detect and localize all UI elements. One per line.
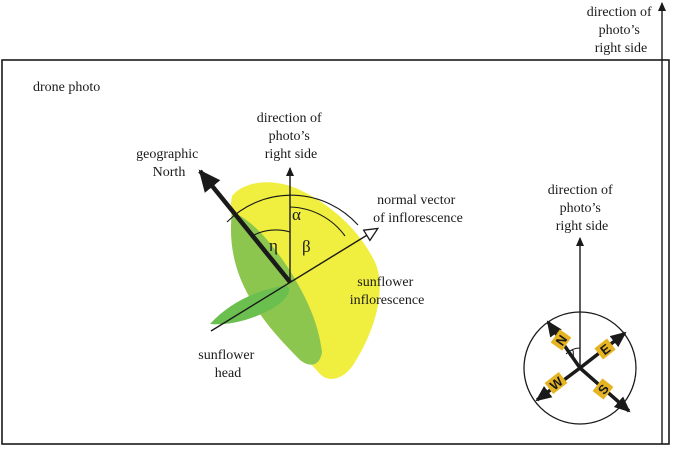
normal-vector-line-2: of inflorescence bbox=[373, 211, 463, 226]
compass-west-bg bbox=[544, 371, 568, 395]
normal-vector-line-1: normal vector bbox=[377, 193, 455, 208]
compass-direction-line-1: direction of bbox=[548, 183, 613, 198]
arc-beta bbox=[289, 206, 346, 237]
geographic-north-line-1: geographic bbox=[136, 147, 198, 162]
center-direction-line-3: right side bbox=[265, 147, 318, 162]
compass-direction-line-2: photo’s bbox=[560, 201, 601, 216]
compass-west-badge: W bbox=[544, 371, 568, 395]
compass-east-bg bbox=[594, 338, 616, 360]
compass-east-badge: E bbox=[594, 338, 616, 360]
geographic-north-label: geographic North bbox=[136, 147, 202, 180]
inflorescence-line-2: inflorescence bbox=[350, 293, 425, 308]
arc-alpha bbox=[226, 194, 359, 226]
center-direction-line-2: photo’s bbox=[269, 129, 310, 144]
geographic-north-line-2: North bbox=[153, 165, 186, 180]
normal-vector-label: normal vector of inflorescence bbox=[373, 193, 463, 226]
center-direction-label: direction of photo’s right side bbox=[257, 111, 325, 162]
center-direction-line-1: direction of bbox=[257, 111, 322, 126]
outer-direction-label: direction of photo’s right side bbox=[587, 5, 655, 56]
compass-direction-label: direction of photo’s right side bbox=[548, 183, 616, 234]
inflorescence-label: sunflower inflorescence bbox=[350, 275, 425, 308]
compass-north-bg bbox=[550, 329, 572, 351]
geographic-north-arrow bbox=[198, 169, 292, 284]
sunflower-head-line-1: sunflower bbox=[198, 348, 254, 363]
outer-direction-line-2: photo’s bbox=[599, 23, 640, 38]
outer-direction-line-3: right side bbox=[595, 41, 648, 56]
outer-direction-line-1: direction of bbox=[587, 5, 652, 20]
alpha-symbol: α bbox=[292, 205, 301, 224]
eta-symbol: η bbox=[269, 236, 278, 255]
inflorescence-shape bbox=[230, 182, 380, 379]
compass-eta-arc bbox=[565, 347, 581, 355]
beta-symbol: β bbox=[302, 237, 311, 256]
compass-north-badge: N bbox=[550, 329, 572, 351]
drone-photo-label: drone photo bbox=[33, 80, 100, 95]
inflorescence-line-1: sunflower bbox=[357, 275, 413, 290]
compass-direction-line-3: right side bbox=[556, 219, 609, 234]
compass-eta-symbol: η bbox=[568, 344, 575, 359]
photo-frame bbox=[1, 59, 670, 445]
sunflower-head-label: sunflower head bbox=[198, 348, 258, 381]
compass-south-badge: S bbox=[592, 378, 614, 400]
sunflower-head-line-2: head bbox=[215, 366, 241, 381]
normal-vector-arrow bbox=[210, 229, 377, 332]
compass-south-bg bbox=[592, 378, 614, 400]
